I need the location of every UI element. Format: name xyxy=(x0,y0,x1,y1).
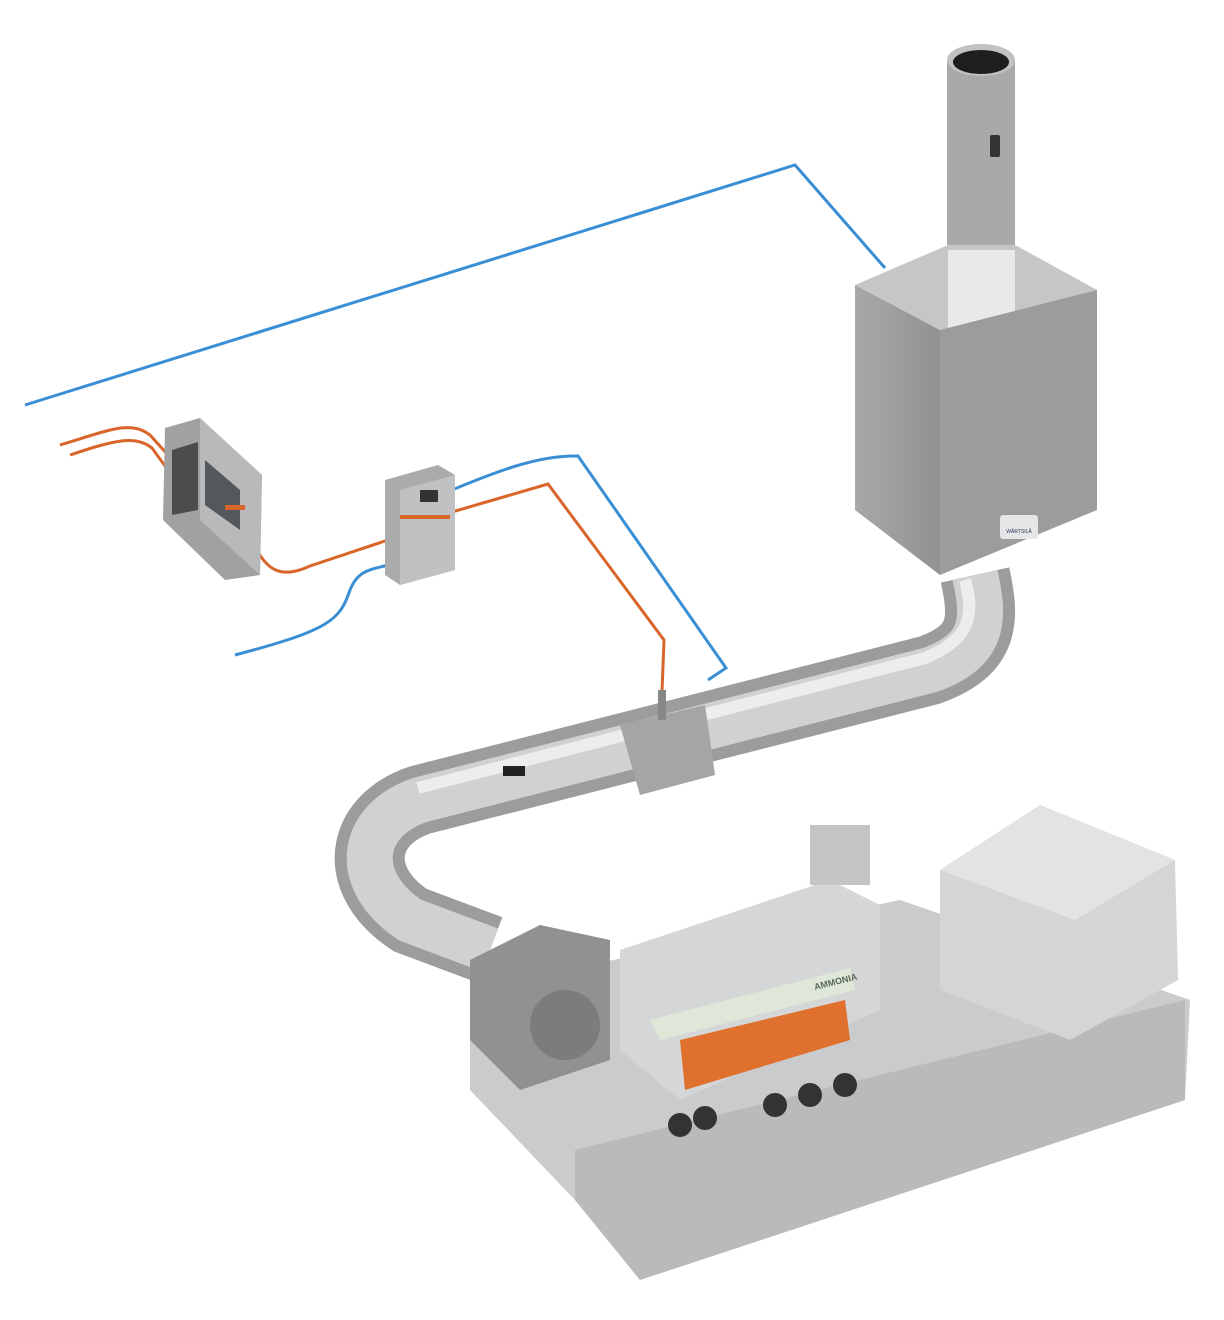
power-cables xyxy=(59,426,666,693)
exhaust-pipe xyxy=(334,567,1015,983)
power-cable-in-2 xyxy=(69,439,170,471)
power-cable-to-pipe xyxy=(451,482,666,693)
signal-cables xyxy=(24,163,887,682)
signal-cable-top xyxy=(24,163,887,407)
signal-cable-to-pipe xyxy=(451,454,729,682)
scr-unit: WÄRTSILÄ xyxy=(855,44,1097,575)
control-cabinet-2 xyxy=(385,465,455,585)
control-cabinet-1 xyxy=(163,418,262,580)
signal-cable-lower xyxy=(234,563,389,657)
wartsila-logo: WÄRTSILÄ xyxy=(1006,528,1032,535)
power-cable-between-cabinets xyxy=(250,538,389,574)
engine-generator-set: AMMONIA xyxy=(470,805,1190,1280)
pipe-sensor-flange xyxy=(620,705,715,795)
ammonia-label-plate xyxy=(650,968,855,1040)
power-cable-in-1 xyxy=(59,426,170,457)
engine-orange-cover xyxy=(680,1000,850,1090)
